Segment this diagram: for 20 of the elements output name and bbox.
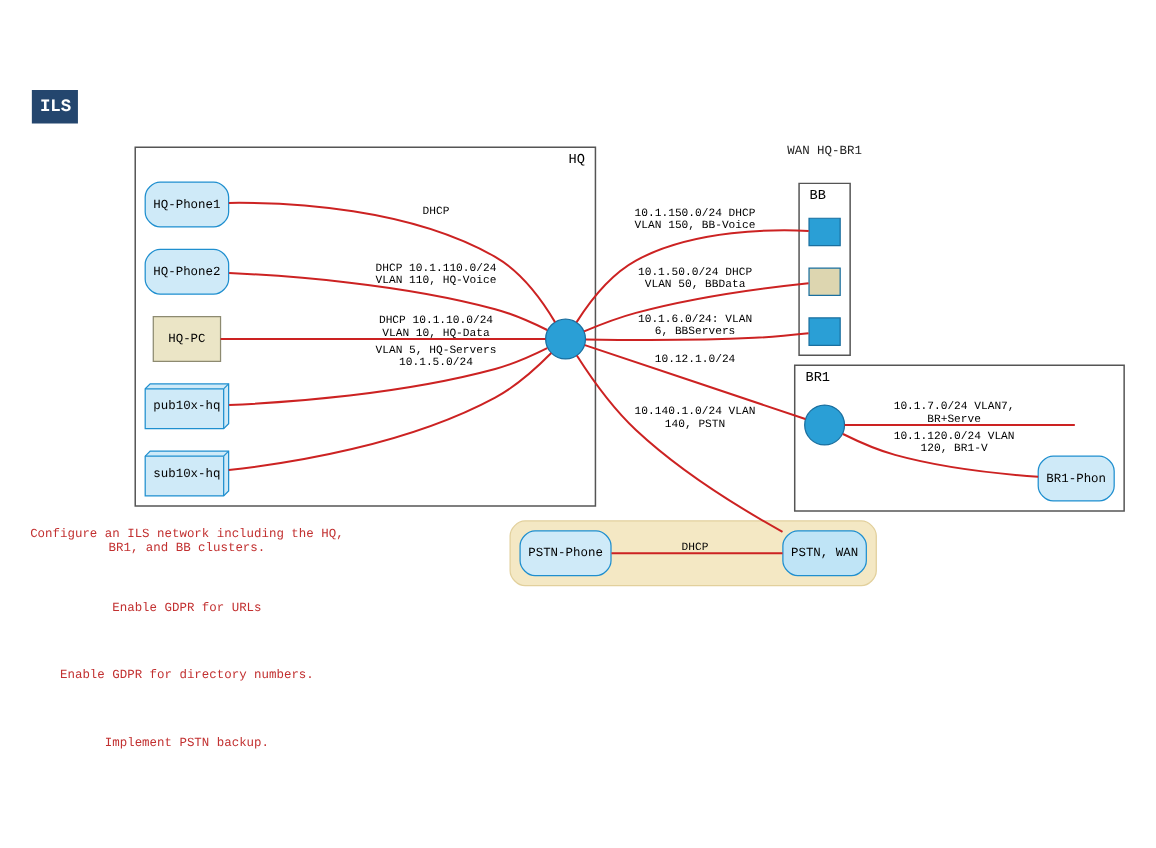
connector: [227, 351, 553, 471]
connector: [219, 337, 547, 340]
connector: [575, 228, 810, 323]
connector: [227, 200, 557, 323]
node-box: [808, 316, 841, 345]
connector: [584, 331, 810, 340]
connector: [228, 271, 549, 330]
connector: [583, 281, 810, 332]
connector: [228, 346, 549, 406]
connector: [575, 353, 784, 532]
connector: [610, 551, 784, 554]
node-circle: [804, 403, 846, 445]
diagram-title: ILS: [39, 95, 72, 116]
node-box: [808, 266, 841, 296]
connector: [843, 423, 1076, 425]
connector: [842, 432, 1040, 477]
node-box: [808, 216, 841, 246]
cluster: [509, 519, 877, 586]
node-circle: [545, 317, 587, 359]
connector: [583, 343, 807, 419]
